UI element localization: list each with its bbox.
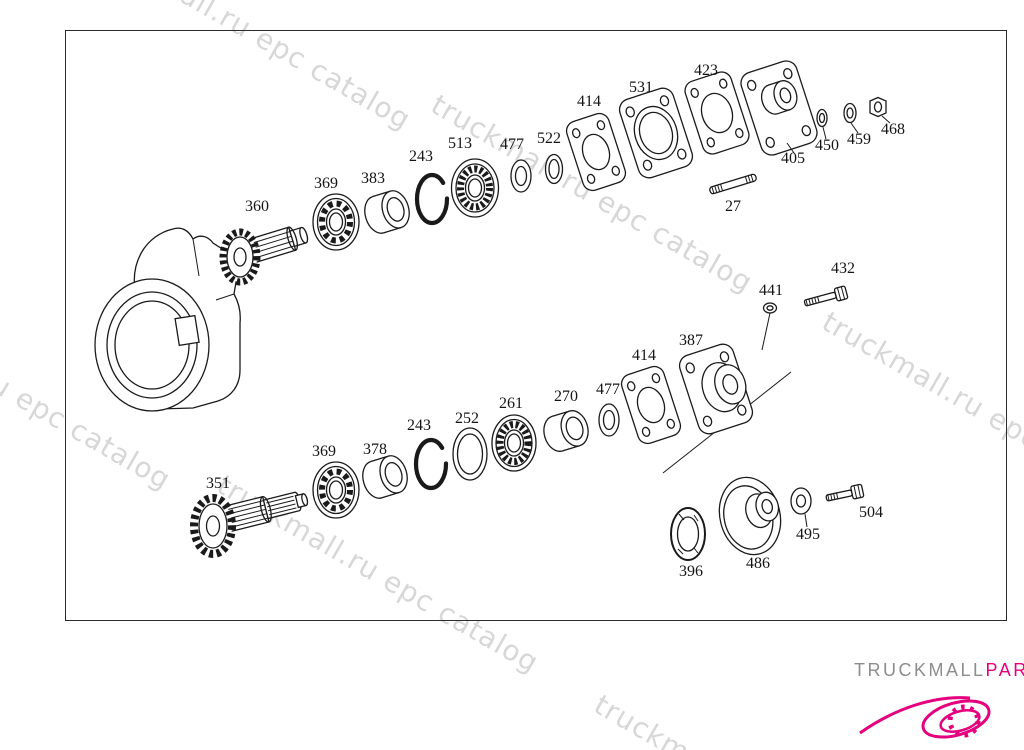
truckmall-logo-text: TRUCKMALLPARTS [854, 660, 1024, 681]
pump-housing [94, 227, 241, 412]
part-label-513: 513 [448, 135, 472, 152]
leader-405 [786, 142, 795, 154]
part-label-351: 351 [206, 475, 230, 492]
part-label-414-bottom: 414 [632, 347, 656, 364]
washer-477-bottom [598, 403, 620, 437]
nut-468 [869, 96, 887, 118]
part-label-450: 450 [815, 137, 839, 154]
ring-522 [544, 153, 564, 185]
leader-450 [822, 126, 827, 140]
bolt-432 [803, 285, 849, 307]
part-label-414-top: 414 [577, 93, 601, 110]
stud-27 [709, 173, 757, 195]
snap-ring-243-bottom [413, 437, 449, 491]
sleeve-383 [364, 190, 410, 234]
part-label-369-bottom: 369 [312, 443, 336, 460]
seal-396 [670, 507, 706, 561]
part-label-369-top: 369 [314, 175, 338, 192]
part-label-486: 486 [746, 555, 770, 572]
sleeve-378 [362, 455, 408, 499]
part-label-360: 360 [245, 198, 269, 215]
cover-405 [740, 60, 818, 156]
flange-387 [678, 343, 754, 435]
part-label-378: 378 [363, 441, 387, 458]
leader-459 [850, 122, 859, 134]
gasket-414-top [565, 112, 627, 192]
part-label-531: 531 [629, 79, 653, 96]
logo-text-truckmall: TRUCKMALL [854, 660, 986, 680]
part-label-383: 383 [361, 170, 385, 187]
leader-468 [881, 115, 891, 124]
part-label-261: 261 [499, 395, 523, 412]
part-label-252: 252 [455, 410, 479, 427]
bearing-261 [491, 414, 537, 472]
part-label-504: 504 [859, 504, 883, 521]
drive-gear-360 [219, 226, 309, 286]
gasket-414-bottom [620, 365, 682, 445]
washer-495 [790, 487, 812, 528]
part-label-396: 396 [679, 563, 703, 580]
part-label-522: 522 [537, 130, 561, 147]
drive-gear-351 [190, 491, 309, 558]
part-label-477-bottom: 477 [596, 381, 620, 398]
snap-ring-243-top [414, 172, 450, 226]
truckmall-logo: TRUCKMALLPARTS [854, 660, 1024, 749]
part-label-441: 441 [759, 282, 783, 299]
part-label-405: 405 [781, 150, 805, 167]
flange-531 [618, 87, 694, 179]
bearing-513 [450, 158, 500, 218]
gasket-423 [684, 71, 750, 155]
bearing-369-bottom [312, 461, 360, 519]
washer-477-top [510, 159, 532, 193]
washer-459 [843, 102, 857, 124]
part-label-432: 432 [831, 260, 855, 277]
part-label-423: 423 [694, 62, 718, 79]
sleeve-270 [543, 410, 589, 452]
washer-450 [816, 108, 828, 128]
part-label-468: 468 [881, 121, 905, 138]
part-label-387: 387 [679, 332, 703, 349]
part-label-495: 495 [796, 526, 820, 543]
truckmall-logo-icon [859, 696, 991, 739]
part-label-270: 270 [554, 388, 578, 405]
diagram-border [65, 30, 1007, 621]
washer-441 [761, 302, 778, 351]
part-label-27: 27 [725, 198, 741, 215]
cover-486 [718, 476, 782, 556]
part-label-459: 459 [847, 131, 871, 148]
logo-text-parts: PARTS [985, 660, 1024, 680]
ring-252 [452, 427, 488, 481]
bearing-369-top [312, 193, 360, 251]
bolt-504 [825, 483, 865, 502]
part-label-477-top: 477 [500, 136, 524, 153]
part-label-243-top: 243 [409, 148, 433, 165]
part-label-243-bottom: 243 [407, 417, 431, 434]
